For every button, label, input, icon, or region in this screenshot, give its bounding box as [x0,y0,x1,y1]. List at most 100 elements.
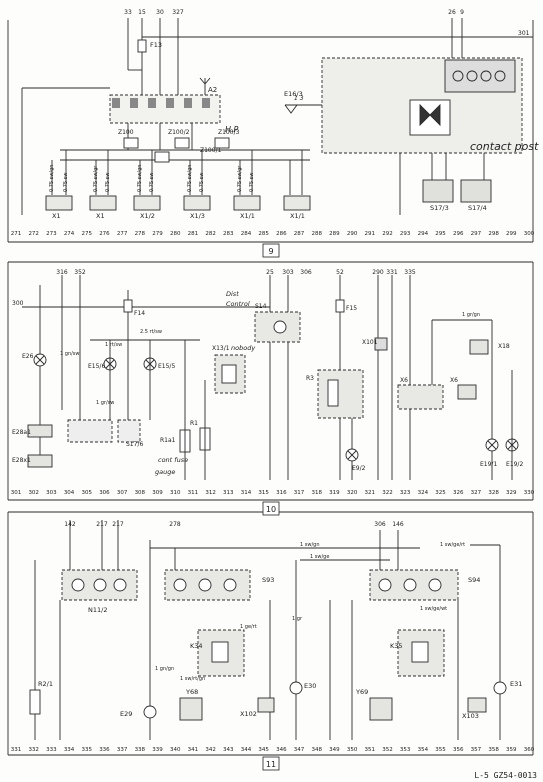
wire-number: 306 [374,521,386,528]
component-label: S94 [468,576,480,584]
wire-number: 33 [124,9,132,16]
column-number: 277 [117,231,128,237]
column-number: 339 [152,747,163,753]
handwritten-note: Dist [226,290,239,298]
column-number: 314 [241,490,252,496]
column-number: 310 [170,490,181,496]
column-number: 353 [400,747,411,753]
column-number: 287 [294,231,305,237]
column-number: 273 [46,231,57,237]
wire-number: 142 [64,521,76,528]
wire-number: 9 [460,9,464,16]
component-label: F14 [134,310,145,317]
wire-number: 316 [56,269,68,276]
component-label: R3 [306,375,314,382]
wire-label: 2.5 rt/sw [140,329,162,335]
column-number: 333 [46,747,57,753]
column-number: 296 [453,231,464,237]
column-number: 306 [99,490,110,496]
column-number: 283 [223,231,234,237]
wire-label: 1 sw/ge/rt [440,542,465,548]
column-number: 274 [64,231,75,237]
wire-label: 0.75 sw [149,173,155,192]
handwritten-note: gauge [155,468,175,476]
column-number: 330 [524,490,535,496]
column-number: 326 [453,490,464,496]
column-number: 317 [294,490,305,496]
wire-number: 52 [336,269,344,276]
column-number: 281 [188,231,199,237]
component-label: X6 [450,377,458,384]
component-label: E31 [510,680,522,688]
wire-number: 217 [96,521,108,528]
wire-label: 1 ge/rt [240,624,257,630]
column-number: 303 [46,490,57,496]
component-label: K34 [190,642,203,650]
column-number: 302 [28,490,39,496]
column-number: 338 [135,747,146,753]
column-number: 284 [241,231,252,237]
column-number: 337 [117,747,128,753]
column-number: 344 [241,747,252,753]
column-number: 279 [152,231,163,237]
column-number: 313 [223,490,234,496]
column-number: 305 [82,490,93,496]
column-number: 272 [28,231,39,237]
column-number: 340 [170,747,181,753]
wire-number: 30 [156,9,164,16]
column-number: 278 [135,231,146,237]
component-label: X1/3 [190,212,205,220]
wire-number: 217 [112,521,124,528]
column-number: 285 [258,231,269,237]
handwritten-note: nobody [231,344,255,352]
component-label: E26 [22,353,34,360]
wire-number: 290 [372,269,384,276]
column-number: 352 [382,747,393,753]
column-number: 280 [170,231,181,237]
column-number: 334 [64,747,75,753]
handwritten-note: 1 3 [294,95,304,102]
section-tags: 9 10 11 [262,243,280,771]
column-number: 308 [135,490,146,496]
wire-number: 278 [169,521,181,528]
wire-number: 352 [74,269,86,276]
wire-number: 300 [12,300,24,307]
column-number: 336 [99,747,110,753]
wire-label: 1 sw/ge [310,554,329,560]
component-label: R1 [190,420,198,427]
column-number: 288 [311,231,322,237]
handwritten-note: Control [226,300,250,308]
column-number: 292 [382,231,393,237]
component-label: X13/1 [212,345,230,352]
component-label: R2/1 [38,680,53,688]
column-number: 311 [188,490,199,496]
wire-number: 306 [300,269,312,276]
wire-label: 1 sw/gn [300,542,320,548]
column-number: 289 [329,231,340,237]
column-number: 358 [488,747,499,753]
component-label: K35 [390,642,403,650]
column-number: 348 [311,747,322,753]
wire-label: 0.75 sw/gn [187,165,193,192]
wire-label: 0.75 sw [105,173,111,192]
column-number: 327 [471,490,482,496]
column-number: 342 [205,747,216,753]
wire-number: 26 [448,9,456,16]
column-number: 355 [435,747,446,753]
wire-number: 303 [282,269,294,276]
component-label: X1/2 [140,212,155,220]
column-number: 335 [82,747,93,753]
component-label: E19/1 [480,461,497,468]
column-number: 347 [294,747,305,753]
document-code: L-5 GZ54-0013 [474,771,537,780]
column-number: 316 [276,490,287,496]
column-number: 350 [347,747,358,753]
component-label: E29 [120,710,132,718]
component-label: S17/4 [468,204,487,212]
column-number: 319 [329,490,340,496]
component-label: E19/2 [506,461,523,468]
column-number: 343 [223,747,234,753]
component-label: E9/2 [352,465,366,472]
component-label: E16/3 [284,90,303,98]
